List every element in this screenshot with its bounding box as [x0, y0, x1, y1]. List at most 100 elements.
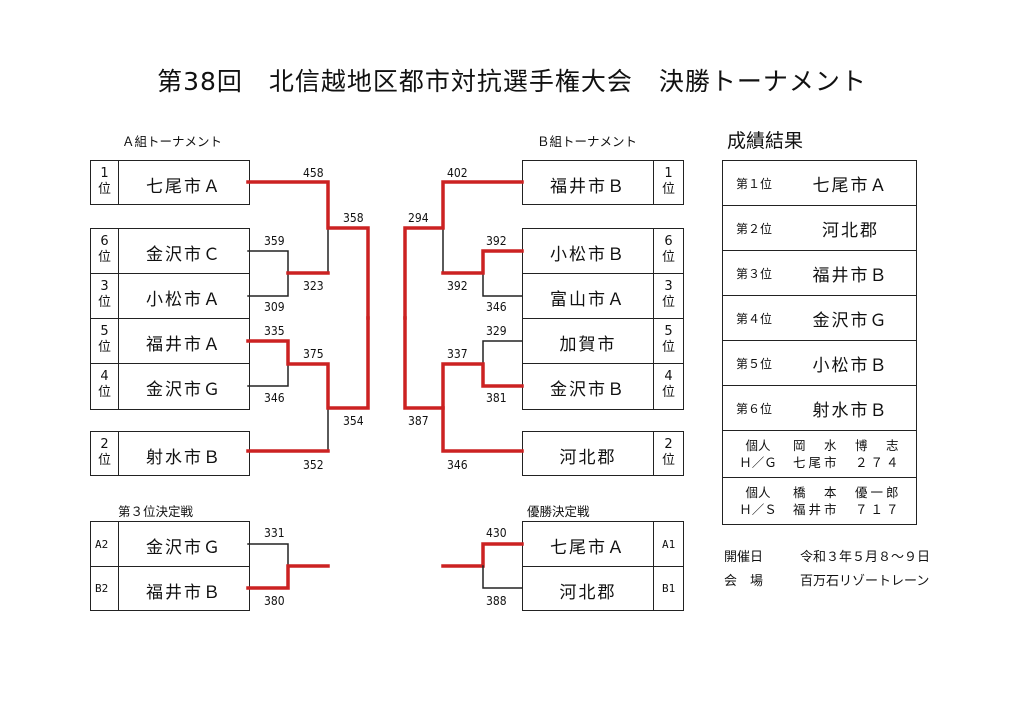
results-table: 第１位 七尾市Ａ 第２位 河北郡 第３位 福井市Ｂ 第４位 金沢市Ｇ 第５位 小… [722, 160, 917, 525]
team-name: 福井市Ａ [146, 335, 222, 355]
score-label: 346 [447, 458, 468, 472]
score-label: 430 [486, 526, 507, 540]
team-name: 福井市Ｂ [146, 583, 222, 603]
result-rank: 第２位 [735, 221, 772, 236]
score-label: 380 [264, 594, 285, 608]
final-label: 優勝決定戦 [527, 504, 590, 519]
score-label: 358 [343, 211, 364, 225]
score-label: 346 [486, 300, 507, 314]
score-label: 375 [303, 347, 324, 361]
group-a-label: Ａ組トーナメント [122, 134, 223, 149]
group-b-winner-lines [403, 180, 524, 453]
score-label: 323 [303, 279, 324, 293]
result-row: 第３位 福井市Ｂ [723, 251, 916, 296]
score-label: 335 [264, 324, 285, 338]
score-label: 346 [264, 391, 285, 405]
score-label: 392 [486, 234, 507, 248]
result-rank: 第４位 [735, 311, 772, 326]
score-label: 294 [408, 211, 429, 225]
final-thin-line [482, 565, 523, 589]
team-name: 小松市Ａ [146, 290, 222, 310]
group-a-winner-lines [246, 180, 370, 453]
result-team: 射水市Ｂ [812, 400, 889, 421]
score-label: 387 [408, 414, 429, 428]
score-label: 309 [264, 300, 285, 314]
third-place-block: A2 金沢市Ｇ B2 福井市Ｂ [90, 521, 250, 611]
third-place-label: 第３位決定戦 [118, 504, 194, 519]
team-name: 七尾市Ａ [146, 177, 222, 197]
result-rank: 第５位 [735, 356, 772, 371]
third-winner-line [246, 564, 330, 590]
team-name: 小松市Ｂ [550, 245, 626, 265]
result-rank: 第１位 [735, 176, 772, 191]
result-row: 第２位 河北郡 [723, 206, 916, 251]
score-label: 392 [447, 279, 468, 293]
page-title: 第38回 北信越地区都市対抗選手権大会 決勝トーナメント [157, 67, 867, 96]
score-label: 329 [486, 324, 507, 338]
result-rank: 第６位 [735, 401, 772, 416]
team-name: 加賀市 [559, 335, 617, 355]
result-row: 第１位 七尾市Ａ [723, 161, 916, 206]
results-heading: 成績結果 [727, 130, 804, 152]
score-label: 352 [303, 458, 324, 472]
date-value: 令和３年５月８～９日 [800, 550, 931, 565]
score-label: 388 [486, 594, 507, 608]
team-name: 金沢市Ｃ [146, 245, 222, 265]
award-winner: 橋 本 優一郎福井市 ７１７ [793, 485, 902, 517]
result-team: 金沢市Ｇ [812, 310, 889, 331]
result-row: 第５位 小松市Ｂ [723, 341, 916, 386]
seed-code: A2 [95, 538, 109, 551]
result-team: 小松市Ｂ [812, 355, 889, 376]
group-b-thin-lines [442, 227, 523, 365]
score-label: 402 [447, 166, 468, 180]
award-winner: 岡 水 博 志七尾市 ２７４ [793, 438, 902, 470]
final-winner-line [441, 542, 524, 568]
seed-code: B1 [662, 582, 676, 595]
team-name: 河北郡 [559, 448, 617, 468]
result-row: 第６位 射水市Ｂ [723, 386, 916, 431]
third-thin-line [247, 543, 289, 567]
result-team: 七尾市Ａ [812, 175, 889, 196]
result-rank: 第３位 [735, 266, 772, 281]
final-block: 七尾市Ａ A1 河北郡 B1 [522, 521, 684, 611]
score-label: 337 [447, 347, 468, 361]
venue-value: 百万石リゾートレーン [800, 574, 930, 589]
team-name: 富山市Ａ [550, 290, 626, 310]
result-row: 第４位 金沢市Ｇ [723, 296, 916, 341]
group-b-label: Ｂ組トーナメント [537, 134, 638, 149]
result-team: 河北郡 [822, 220, 879, 241]
team-name: 河北郡 [559, 583, 617, 603]
team-name: 射水市Ｂ [146, 448, 222, 468]
team-name: 金沢市Ｇ [146, 380, 222, 400]
result-team: 福井市Ｂ [812, 265, 889, 286]
seed-code: A1 [662, 538, 676, 551]
team-name: 福井市Ｂ [550, 177, 626, 197]
score-label: 331 [264, 526, 285, 540]
team-name: 金沢市Ｇ [146, 538, 222, 558]
team-name: 七尾市Ａ [550, 538, 626, 558]
seed-code: B2 [95, 582, 109, 595]
score-label: 354 [343, 414, 364, 428]
date-label: 開催日 [724, 550, 764, 565]
